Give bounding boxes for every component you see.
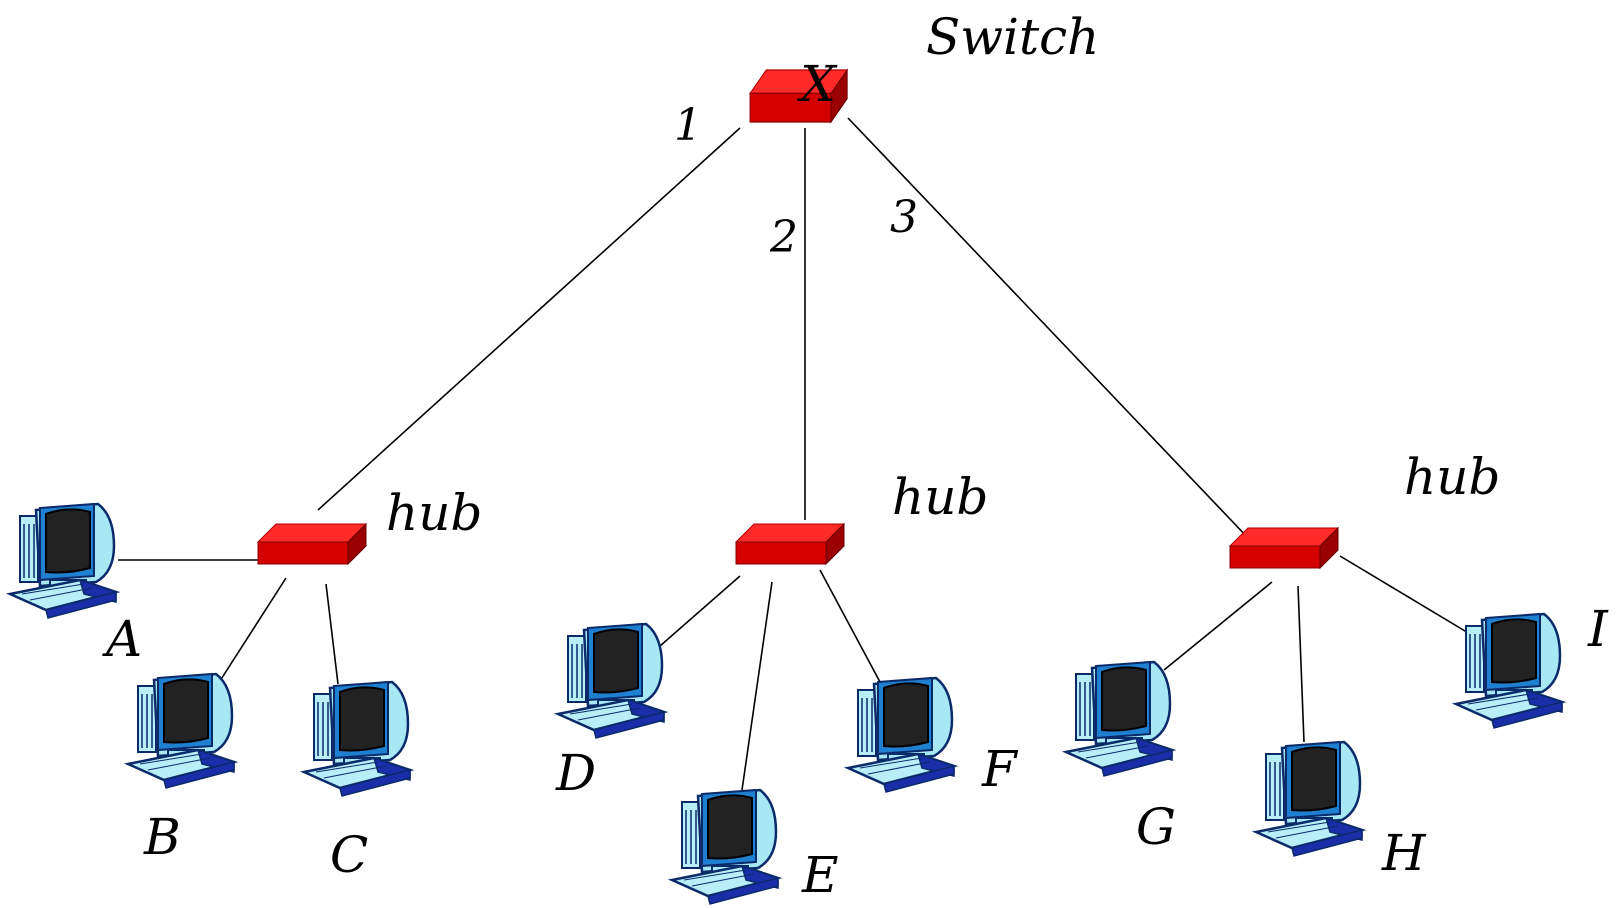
computer-workstation-icon xyxy=(1064,660,1174,778)
host-B: B xyxy=(126,672,236,866)
host-label-I: I xyxy=(1587,600,1609,658)
port-label-2: 2 xyxy=(769,212,798,263)
computer-workstation-icon xyxy=(302,680,412,798)
computer-workstation-icon xyxy=(8,502,118,620)
computer-workstation-icon xyxy=(846,676,956,794)
host-label-G: G xyxy=(1136,798,1176,856)
computer-workstation-icon xyxy=(126,672,236,790)
host-label-B: B xyxy=(143,808,181,866)
link-hub3-I xyxy=(1339,555,1471,635)
host-label-E: E xyxy=(801,846,839,904)
hub-box-icon xyxy=(1229,527,1339,569)
switch: X Switch xyxy=(749,8,1099,123)
host-label-F: F xyxy=(981,740,1019,798)
host-label-D: D xyxy=(555,744,596,802)
hub-label: hub xyxy=(1404,448,1500,506)
host-label-H: H xyxy=(1381,824,1427,882)
link-hub3-H xyxy=(1297,585,1305,743)
computer-workstation-icon xyxy=(670,788,780,906)
host-G: G xyxy=(1064,660,1176,856)
link-hub1-C xyxy=(325,583,339,685)
links xyxy=(118,117,1471,791)
host-D: D xyxy=(555,622,666,802)
hub-label: hub xyxy=(892,468,988,526)
port-label-1: 1 xyxy=(674,100,702,151)
hub-2: hub xyxy=(735,468,988,565)
hub-label: hub xyxy=(386,484,482,542)
hub-1: hub xyxy=(257,484,482,565)
switch-mark: X xyxy=(796,55,838,113)
link-hub3-G xyxy=(1163,581,1273,671)
host-H: H xyxy=(1254,740,1427,882)
host-label-C: C xyxy=(330,826,368,884)
link-switch-port1-hub1 xyxy=(317,127,741,511)
link-hub2-D xyxy=(659,575,741,647)
port-label-3: 3 xyxy=(890,192,918,243)
host-I: I xyxy=(1454,600,1609,730)
link-hub2-F xyxy=(819,569,881,683)
link-hub1-B xyxy=(217,577,287,685)
host-F: F xyxy=(846,676,1019,798)
hub-3: hub xyxy=(1229,448,1500,569)
host-E: E xyxy=(670,788,839,906)
hub-box-icon xyxy=(735,523,845,565)
computer-workstation-icon xyxy=(1254,740,1364,858)
link-switch-port3-hub3 xyxy=(847,117,1251,541)
switch-label: Switch xyxy=(926,8,1099,66)
hub-box-icon xyxy=(257,523,367,565)
host-label-A: A xyxy=(102,610,142,668)
host-A: A xyxy=(8,502,142,668)
link-hub2-E xyxy=(741,581,773,791)
host-C: C xyxy=(302,680,412,884)
computer-workstation-icon xyxy=(1454,612,1564,730)
computer-workstation-icon xyxy=(556,622,666,740)
